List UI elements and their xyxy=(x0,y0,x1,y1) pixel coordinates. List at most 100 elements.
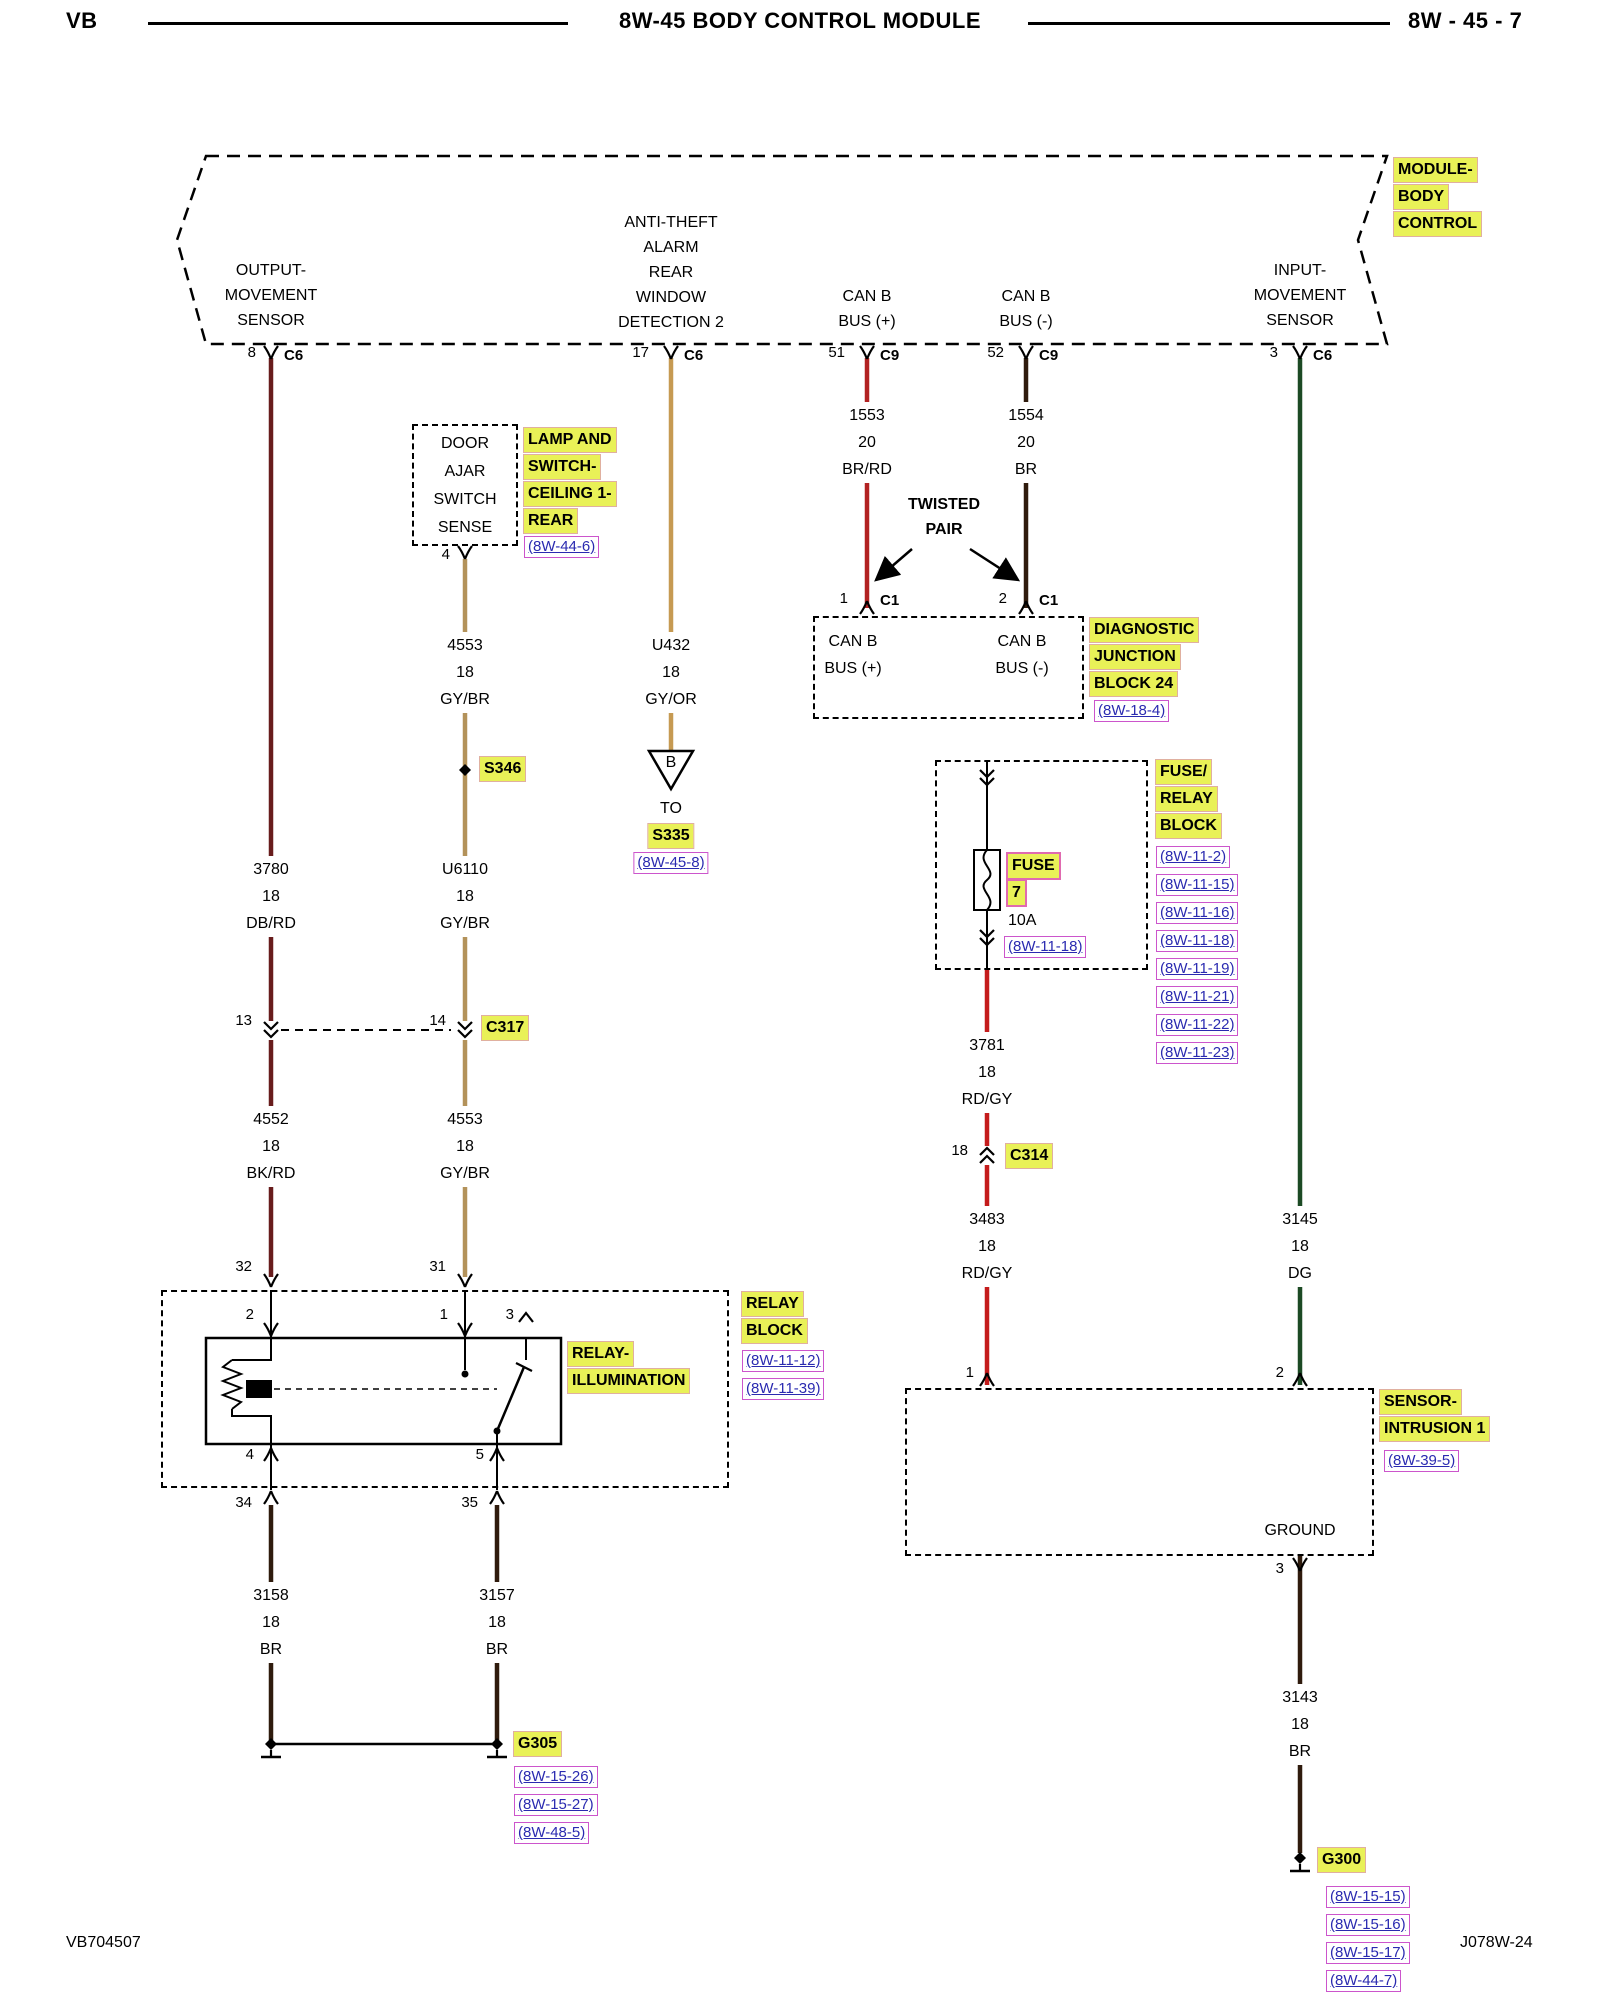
fuse-relay-block-label: FUSE/ RELAY BLOCK xyxy=(1154,759,1222,841)
wire-color-code: DB/RD xyxy=(246,915,296,932)
connector-name: C9 xyxy=(880,347,900,364)
module-name-line: CONTROL xyxy=(1392,211,1483,237)
pin-number: 3 xyxy=(1269,344,1278,361)
circuit-number: 1553 xyxy=(849,407,885,424)
footer-doc-code: VB704507 xyxy=(66,1934,141,1951)
junction-canb-plus-text: CAN B BUS (+) xyxy=(824,633,882,677)
connector-name: C6 xyxy=(684,347,704,364)
diagnostic-junction-block-label: DIAGNOSTIC JUNCTION BLOCK 24 xyxy=(1088,617,1200,699)
pin-number: 2 xyxy=(998,590,1007,607)
wire-label-4553-upper: 4553 18 GY/BR xyxy=(435,632,495,713)
xref-link[interactable]: (8W-44-6) xyxy=(524,536,600,558)
pin-number: 14 xyxy=(429,1012,446,1029)
circuit-number: 4553 xyxy=(447,637,483,654)
wire-label-4553-lower: 4553 18 GY/BR xyxy=(435,1106,495,1187)
sensor-intrusion-label: SENSOR- INTRUSION 1 xyxy=(1378,1389,1491,1444)
xref-link[interactable]: (8W-15-17) xyxy=(1326,1942,1410,1964)
wire-color-code: GY/BR xyxy=(440,1165,490,1182)
xref-link[interactable]: (8W-15-26) xyxy=(514,1766,598,1788)
xref-link[interactable]: (8W-45-8) xyxy=(633,852,709,874)
sensor-intrusion-box xyxy=(905,1388,1374,1556)
wire-gauge: 20 xyxy=(858,434,876,451)
connector-name: C1 xyxy=(880,592,900,609)
module-pin-desc-canb-minus: CAN B BUS (-) xyxy=(999,288,1053,330)
door-ajar-switch-text: DOOR AJAR SWITCH SENSE xyxy=(433,435,497,536)
wire-gauge: 18 xyxy=(662,664,680,681)
wire-label-3157: 3157 18 BR xyxy=(474,1582,520,1663)
wire-gauge: 18 xyxy=(262,888,280,905)
connector-name: C6 xyxy=(284,347,304,364)
pin-number: 3 xyxy=(505,1306,514,1323)
xref-link[interactable]: (8W-18-4) xyxy=(1094,700,1170,722)
ground-label-g300: G300 xyxy=(1316,1847,1367,1873)
circuit-number: 4553 xyxy=(447,1111,483,1128)
wire-color-code: BR xyxy=(1014,461,1038,478)
relay-core xyxy=(246,1380,272,1398)
pin-number: 35 xyxy=(461,1494,478,1511)
module-pin-desc-canb-plus: CAN B BUS (+) xyxy=(838,288,896,330)
circuit-number: 3143 xyxy=(1282,1689,1318,1706)
xref-link[interactable]: (8W-39-5) xyxy=(1384,1450,1460,1472)
diagnostic-junction-block-box xyxy=(813,616,1084,719)
xref-link[interactable]: (8W-11-21) xyxy=(1156,986,1239,1008)
relay-coil-zigzag xyxy=(220,1359,244,1410)
junction-canb-minus-text: CAN B BUS (-) xyxy=(995,633,1049,677)
connector-label-c317: C317 xyxy=(480,1015,530,1041)
xref-link[interactable]: (8W-11-18) xyxy=(1156,930,1239,952)
ground-symbol xyxy=(259,1736,283,1759)
pin-number: 1 xyxy=(439,1306,448,1323)
xref-link[interactable]: (8W-11-39) xyxy=(742,1378,825,1400)
pin-number: 8 xyxy=(247,344,256,361)
wire-label-3780: 3780 18 DB/RD xyxy=(241,856,301,937)
xref-link[interactable]: (8W-11-12) xyxy=(742,1350,825,1372)
xref-link[interactable]: (8W-44-7) xyxy=(1326,1970,1402,1992)
xref-link[interactable]: (8W-15-15) xyxy=(1326,1886,1410,1908)
wire-gauge: 18 xyxy=(951,1142,968,1159)
page-code: VB xyxy=(66,8,98,33)
s335-target: S335 xyxy=(647,823,695,849)
inline-connector-icon-c314 xyxy=(978,1146,996,1165)
xref-link[interactable]: (8W-15-27) xyxy=(514,1794,598,1816)
circuit-number: U6110 xyxy=(442,861,488,878)
wire-gauge: 18 xyxy=(456,1138,474,1155)
pin-number: 1 xyxy=(965,1364,974,1381)
circuit-number: 4552 xyxy=(253,1111,289,1128)
xref-link[interactable]: (8W-15-16) xyxy=(1326,1914,1410,1936)
wire-label-3143: 3143 18 BR xyxy=(1277,1684,1323,1765)
splice-label-s346: S346 xyxy=(478,756,527,782)
xref-link[interactable]: (8W-11-22) xyxy=(1156,1014,1239,1036)
connector-label-c314: C314 xyxy=(1004,1143,1054,1169)
circuit-number: U432 xyxy=(651,637,691,654)
xref-link[interactable]: (8W-11-18) xyxy=(1004,936,1087,958)
page-number: 8W - 45 - 7 xyxy=(1408,8,1523,33)
wire-gauge: 18 xyxy=(1291,1716,1309,1733)
xref-link[interactable]: (8W-11-16) xyxy=(1156,902,1239,924)
wire-label-3145: 3145 18 DG xyxy=(1277,1206,1323,1287)
splice-s346-dot xyxy=(459,764,471,776)
xref-link[interactable]: (8W-48-5) xyxy=(514,1822,590,1844)
xref-link[interactable]: (8W-11-19) xyxy=(1156,958,1239,980)
module-name-line: BODY xyxy=(1392,184,1450,210)
ground-symbol xyxy=(485,1736,509,1759)
relay-contact-pin1-dot xyxy=(461,1370,469,1378)
wire-gauge: 18 xyxy=(456,664,474,681)
to-label: TO xyxy=(660,800,682,817)
xref-link[interactable]: (8W-11-15) xyxy=(1156,874,1239,896)
module-name-label: MODULE- BODY CONTROL xyxy=(1392,157,1483,239)
pin-fork-icon xyxy=(488,1489,506,1506)
pin-number: 5 xyxy=(475,1446,484,1463)
twisted-pair-arrow-left xyxy=(874,548,913,582)
xref-link[interactable]: (8W-11-23) xyxy=(1156,1042,1239,1064)
connector-name: C1 xyxy=(1039,592,1059,609)
pin-number: 32 xyxy=(235,1258,252,1275)
wire-label-u432: U432 18 GY/OR xyxy=(640,632,702,713)
module-pin-desc-output-movement-sensor: OUTPUT- MOVEMENT SENSOR xyxy=(224,262,318,329)
pin-number: 4 xyxy=(441,546,450,563)
module-pin-desc-antitheft-rear-window: ANTI-THEFT ALARM REAR WINDOW DETECTION 2 xyxy=(618,214,724,331)
pin-number: 31 xyxy=(429,1258,446,1275)
pin-fork-icon xyxy=(262,1489,280,1506)
footer-sheet-code: J078W-24 xyxy=(1460,1934,1533,1951)
xref-link[interactable]: (8W-11-2) xyxy=(1156,846,1231,868)
wire-label-1553: 1553 20 BR/RD xyxy=(837,402,897,483)
circuit-number: 1554 xyxy=(1008,407,1044,424)
